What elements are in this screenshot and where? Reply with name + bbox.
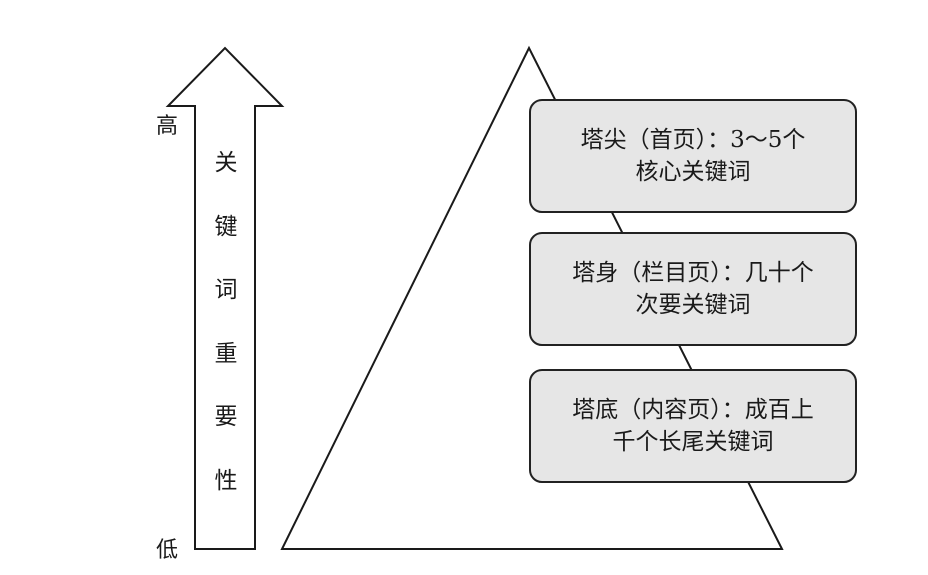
- arrow-char: 性: [214, 467, 238, 494]
- tier-bottom-box: 塔底（内容页）：成百上 千个长尾关键词: [529, 369, 857, 483]
- tier-top-line2: 核心关键词: [635, 159, 751, 185]
- tier-middle-line2: 次要关键词: [635, 292, 751, 318]
- arrow-char: 要: [214, 404, 238, 430]
- tier-bottom-line1: 塔底（内容页）：成百上: [572, 397, 814, 423]
- tier-bottom-line2: 千个长尾关键词: [612, 429, 774, 455]
- keyword-importance-label: 关 键 词 重 要 性: [211, 150, 241, 531]
- arrow-char: 键: [214, 213, 238, 240]
- high-label: 高: [156, 114, 179, 139]
- arrow-char: 关: [214, 150, 238, 176]
- importance-arrow: [165, 46, 285, 550]
- tier-middle-line1: 塔身（栏目页）：几十个: [572, 260, 814, 286]
- low-label: 低: [156, 538, 179, 563]
- tier-top-box: 塔尖（首页）：3～5个 核心关键词: [529, 99, 857, 213]
- arrow-char: 词: [214, 277, 238, 303]
- tier-middle-box: 塔身（栏目页）：几十个 次要关键词: [529, 232, 857, 346]
- tier-top-line1: 塔尖（首页）：3～5个: [580, 127, 806, 153]
- arrow-char: 重: [214, 340, 238, 367]
